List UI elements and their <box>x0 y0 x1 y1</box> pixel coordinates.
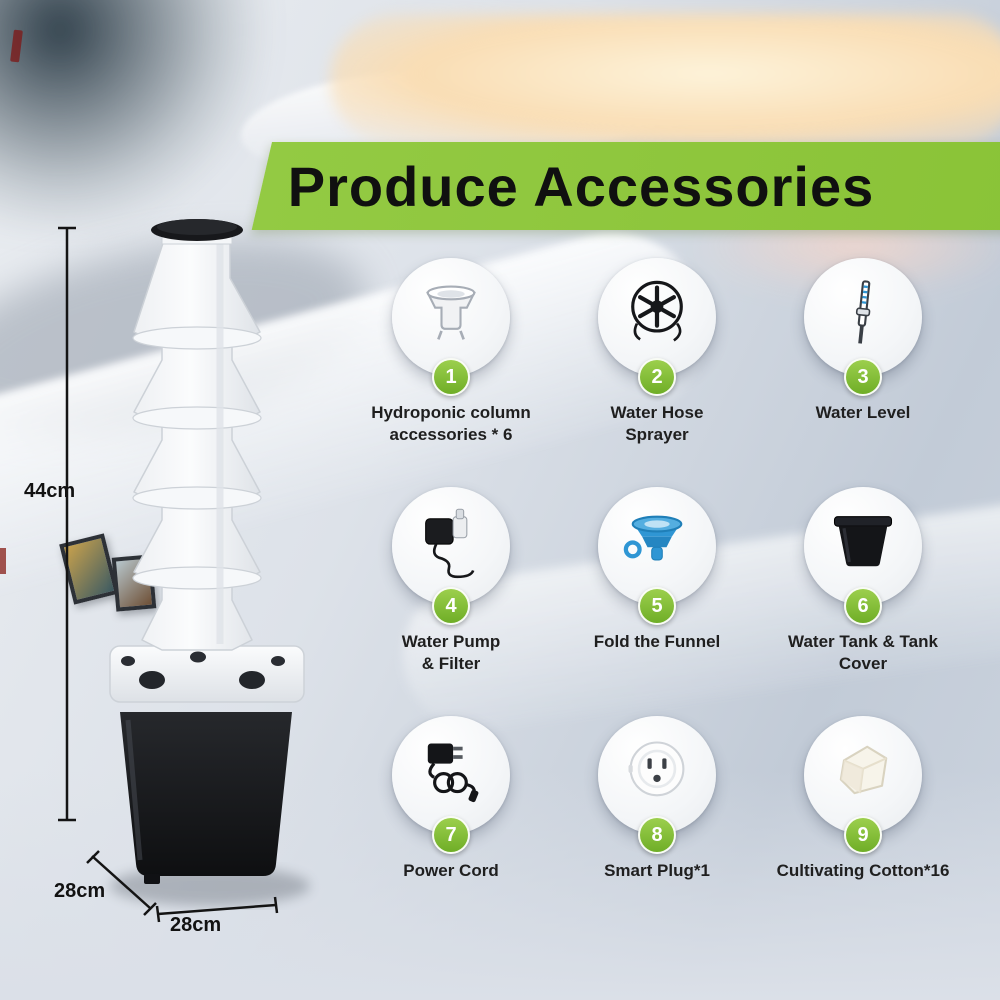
background-peach-glow <box>330 14 1000 146</box>
accessory-photo-circle: 2 <box>598 258 716 396</box>
water-hose-sprayer-icon <box>631 280 683 342</box>
accessory-number-badge: 3 <box>844 358 882 396</box>
accessory-item-folding-funnel: 5 Fold the Funnel <box>554 487 760 716</box>
accessory-number: 3 <box>857 365 869 388</box>
accessory-label: Fold the Funnel <box>593 632 721 651</box>
water-tank-icon <box>833 516 893 567</box>
accessories-grid: 1 Hydroponic column accessories * 6 <box>348 258 966 945</box>
accessory-photo-circle: 5 <box>598 487 716 625</box>
power-cord-icon <box>427 743 479 803</box>
accessory-item-hydroponic-column: 1 Hydroponic column accessories * 6 <box>348 258 554 487</box>
depth-dimension-label: 28cm <box>54 880 106 902</box>
accessory-number-badge: 1 <box>432 358 470 396</box>
cultivating-cotton-icon <box>839 745 888 795</box>
accessory-number-badge: 8 <box>638 816 676 854</box>
accessory-number: 5 <box>651 594 663 617</box>
accessory-label: Water Hose Sprayer <box>610 403 704 445</box>
water-level-icon <box>855 280 871 344</box>
accessory-label: Hydroponic column accessories * 6 <box>371 403 531 445</box>
width-dimension-label: 28cm <box>170 914 222 936</box>
decorative-mark <box>0 548 6 574</box>
accessory-item-power-cord: 7 Power Cord <box>348 716 554 945</box>
accessory-number-badge: 4 <box>432 587 470 625</box>
accessory-photo-circle: 6 <box>804 487 922 625</box>
height-dimension-label: 44cm <box>24 480 76 502</box>
accessory-number: 2 <box>651 365 663 388</box>
smart-plug-icon <box>628 741 685 797</box>
accessory-item-water-level: 3 Water Level <box>760 258 966 487</box>
accessory-number: 9 <box>857 823 869 846</box>
accessory-number-badge: 5 <box>638 587 676 625</box>
accessory-item-water-hose-sprayer: 2 Water Hose Sprayer <box>554 258 760 487</box>
folding-funnel-icon <box>623 515 683 561</box>
accessory-number-badge: 6 <box>844 587 882 625</box>
accessory-number: 6 <box>857 594 869 617</box>
accessory-number: 8 <box>651 823 663 846</box>
accessory-number: 7 <box>445 823 457 846</box>
accessory-item-water-pump: 4 Water Pump & Filter <box>348 487 554 716</box>
accessory-photo-circle: 1 <box>392 258 510 396</box>
accessory-label: Power Cord <box>403 861 499 880</box>
accessory-label: Water Pump & Filter <box>401 632 501 674</box>
accessory-number: 1 <box>445 365 457 388</box>
title-banner: Produce Accessories <box>251 142 1000 230</box>
hydroponic-tower-product <box>92 214 332 928</box>
page-title: Produce Accessories <box>287 154 875 218</box>
accessory-item-cultivating-cotton: 9 Cultivating Cotton*16 <box>760 716 966 945</box>
hydroponic-tower-illustration <box>109 219 310 906</box>
accessory-number-badge: 2 <box>638 358 676 396</box>
background-dark-corner <box>0 0 270 230</box>
accessory-item-water-tank: 6 Water Tank & Tank Cover <box>760 487 966 716</box>
accessory-photo-circle: 8 <box>598 716 716 854</box>
accessory-label: Smart Plug*1 <box>604 861 710 880</box>
accessory-label: Water Level <box>815 403 911 422</box>
accessory-photo-circle: 7 <box>392 716 510 854</box>
accessory-photo-circle: 3 <box>804 258 922 396</box>
accessory-number: 4 <box>445 594 457 617</box>
accessory-label: Cultivating Cotton*16 <box>776 861 950 880</box>
accessory-number-badge: 7 <box>432 816 470 854</box>
accessory-photo-circle: 9 <box>804 716 922 854</box>
accessory-photo-circle: 4 <box>392 487 510 625</box>
accessory-label: Water Tank & Tank Cover <box>788 632 938 674</box>
accessory-number-badge: 9 <box>844 816 882 854</box>
accessory-item-smart-plug: 8 Smart Plug*1 <box>554 716 760 945</box>
hydroponic-column-icon <box>426 285 476 340</box>
water-pump-filter-icon <box>425 508 475 579</box>
